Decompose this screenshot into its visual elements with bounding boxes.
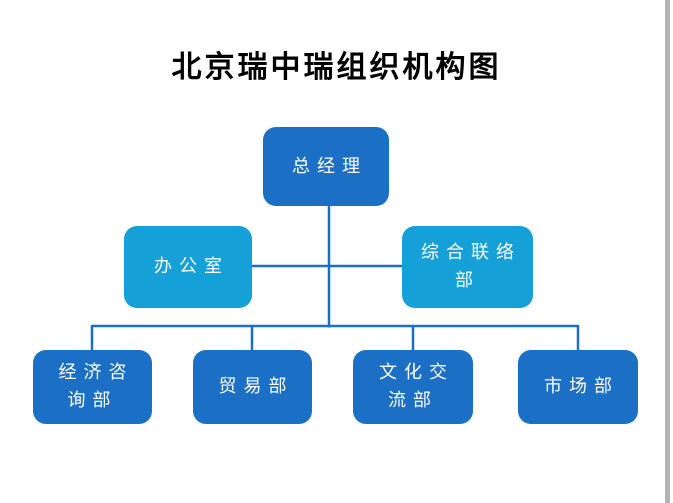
node-trade-dept[interactable]: 贸易部 [193,350,312,424]
org-chart-title: 北京瑞中瑞组织机构图 [171,51,502,84]
page-right-edge-strip [665,0,670,503]
node-economic-consulting-dept[interactable]: 经济咨询部 [33,350,152,424]
node-cultural-exchange-dept[interactable]: 文化交流部 [353,350,473,424]
node-marketing-dept[interactable]: 市场部 [518,350,638,424]
node-liaison-dept[interactable]: 综合联络部 [402,226,533,308]
node-general-manager[interactable]: 总经理 [263,127,389,206]
node-office[interactable]: 办公室 [124,226,252,308]
